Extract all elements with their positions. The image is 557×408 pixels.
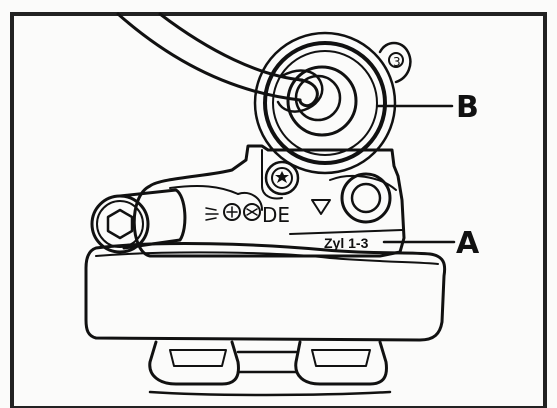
tensioner-body bbox=[132, 144, 406, 258]
lower-mount bbox=[148, 340, 392, 397]
part-number: 3 bbox=[393, 55, 401, 69]
stamp-logo bbox=[205, 203, 261, 221]
fitting-b bbox=[253, 31, 397, 175]
ring-lug bbox=[340, 172, 392, 224]
small-boss: 3 bbox=[378, 41, 412, 84]
frame-border bbox=[10, 12, 547, 408]
guide-rail bbox=[84, 242, 447, 342]
hose bbox=[116, 12, 319, 108]
torx-screw-icon bbox=[264, 160, 300, 196]
triangle-arrow-icon bbox=[311, 199, 331, 215]
brand-mark: DE bbox=[262, 203, 290, 227]
callout-b: B bbox=[456, 90, 479, 125]
cylinder-label: Zyl 1-3 bbox=[324, 235, 369, 251]
callout-a: A bbox=[456, 226, 480, 261]
